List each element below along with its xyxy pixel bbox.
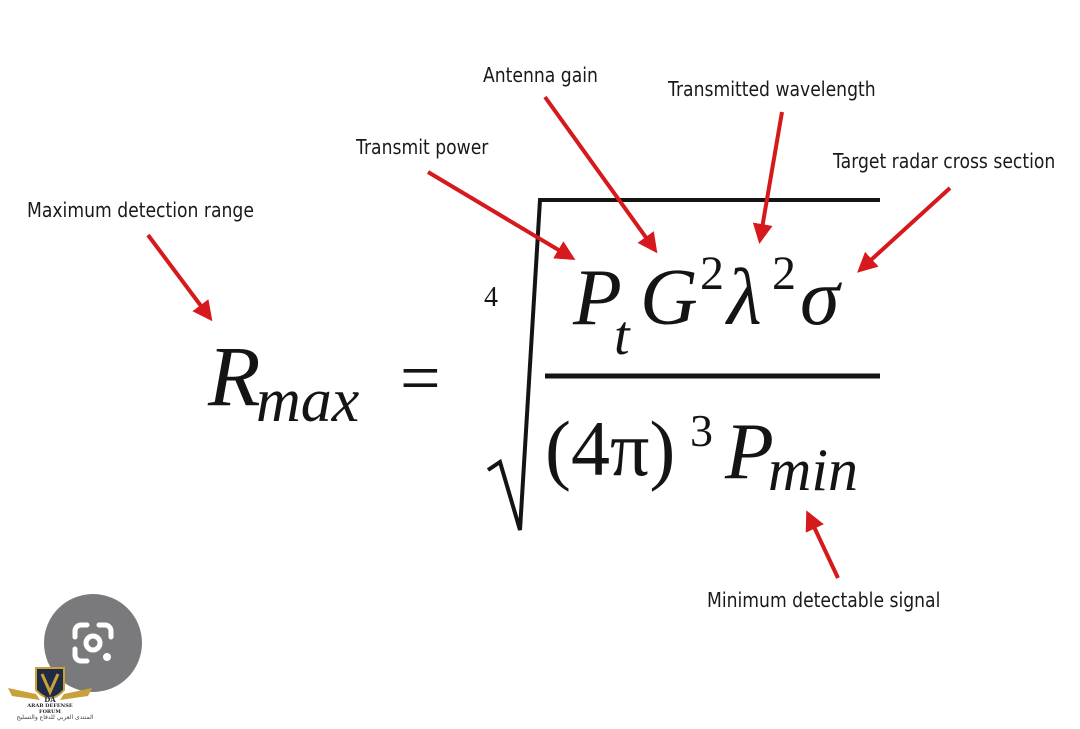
arrow-target-radar-cross-section — [857, 186, 952, 273]
numerator-p: P — [573, 254, 622, 342]
numerator-p-subscript: t — [614, 305, 630, 367]
logo-abbrev: DA — [44, 695, 56, 704]
label-transmitted-wavelength: Transmitted wavelength — [668, 77, 876, 101]
numerator-g: G — [640, 254, 698, 342]
numerator-g-exponent: 2 — [700, 247, 724, 300]
numerator-lambda-exponent: 2 — [772, 247, 796, 300]
denominator-exponent: 3 — [690, 405, 713, 456]
denominator-p-subscript: min — [768, 437, 858, 503]
arrow-antenna-gain — [543, 95, 658, 254]
radical-sign — [486, 198, 880, 531]
google-lens-icon — [72, 622, 114, 664]
rmax-subscript: max — [256, 367, 360, 435]
arrow-minimum-detectable-signal — [805, 510, 840, 579]
numerator-sigma: σ — [800, 254, 840, 342]
arrow-transmitted-wavelength — [752, 111, 784, 244]
arab-defense-forum-logo: DA — [8, 667, 92, 704]
label-minimum-detectable-signal: Minimum detectable signal — [707, 588, 941, 612]
label-target-radar-cross-section: Target radar cross section — [833, 149, 1056, 173]
label-max-detection-range: Maximum detection range — [27, 198, 254, 222]
denominator-four-pi: (4π) — [545, 405, 676, 492]
rmax-symbol: R — [208, 328, 261, 424]
label-antenna-gain: Antenna gain — [483, 63, 598, 87]
numerator-lambda: λ — [727, 254, 762, 342]
equals-sign: = — [400, 338, 441, 418]
denominator-p: P — [725, 408, 774, 496]
root-index: 4 — [484, 282, 498, 313]
arrow-max-detection-range — [146, 233, 213, 322]
logo-name: ARAB DEFENSE FORUM — [27, 703, 73, 715]
arrow-transmit-power — [426, 170, 576, 261]
logo-arabic-name: المنتدى العربي للدفاع والتسليح — [16, 714, 94, 721]
label-transmit-power: Transmit power — [356, 135, 489, 159]
